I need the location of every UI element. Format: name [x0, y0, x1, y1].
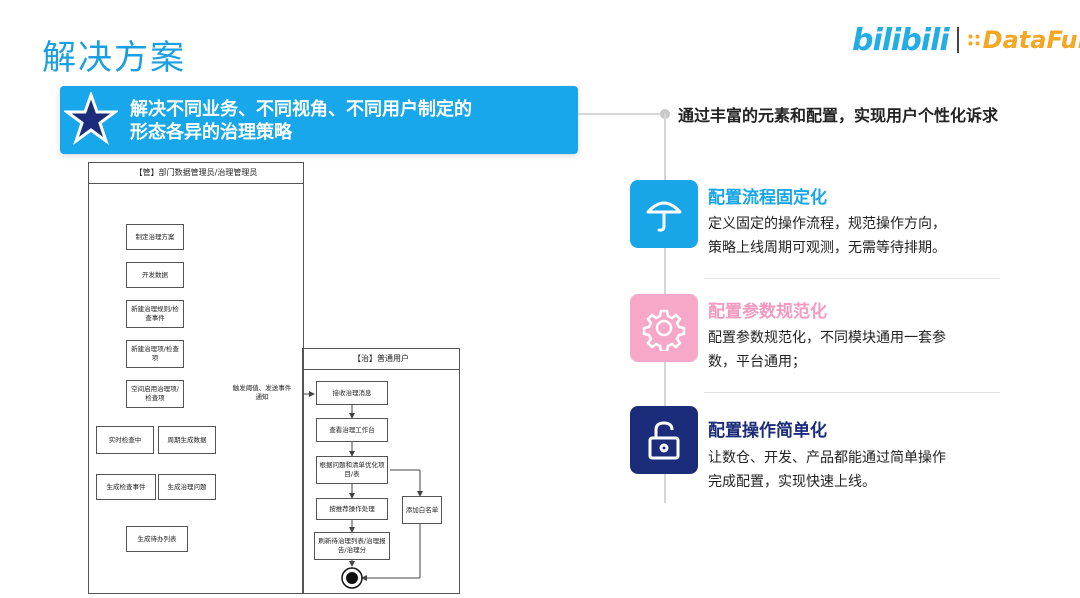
flow-node: 添加白名单 [402, 496, 442, 524]
flow-node: 生成待办列表 [126, 526, 188, 552]
connector-line [578, 113, 664, 115]
solution-banner: 解决不同业务、不同视角、不同用户制定的 形态各异的治理策略 [60, 86, 578, 154]
flow-node: 按推荐操作处理 [316, 498, 388, 520]
feature-desc-3: 让数仓、开发、产品都能通过简单操作 完成配置，实现快速上线。 [708, 446, 998, 494]
flow-node: 新建治理项/检查项 [126, 340, 184, 368]
datafun-dots-icon [966, 33, 981, 47]
gear-icon [630, 294, 698, 362]
flow-node: 实时检查中 [96, 426, 154, 454]
flow-node: 空间启用治理项/检查项 [126, 380, 184, 408]
governance-flowchart: 【管】部门数据管理员/治理管理员 【治】普通用户 制定治理方案 开发数据 新建治… [88, 162, 460, 594]
divider [704, 392, 1000, 393]
divider [704, 278, 1000, 279]
page-title: 解决方案 [42, 38, 186, 78]
flow-node: 生成检查事件 [96, 474, 156, 500]
flow-node: 新建治理规则/检查事件 [126, 300, 184, 328]
flow-node: 制定治理方案 [126, 224, 184, 250]
brand-logo: bilibili DataFun. [852, 22, 1080, 58]
star-icon [64, 92, 118, 145]
flow-node: 刷新待治理列表/治理报告/治理分 [314, 532, 390, 560]
unlock-icon [630, 406, 698, 474]
feature-title-1: 配置流程固定化 [708, 188, 827, 208]
feature-desc-3-line-2: 完成配置，实现快速上线。 [708, 474, 876, 490]
banner-line-2: 形态各异的治理策略 [130, 122, 292, 143]
banner-line-1: 解决不同业务、不同视角、不同用户制定的 [130, 99, 472, 120]
feature-desc-3-line-1: 让数仓、开发、产品都能通过简单操作 [708, 450, 946, 466]
flow-node: 查看治理工作台 [316, 418, 388, 442]
datafun-logo: DataFun. [982, 26, 1080, 54]
swimlane-user: 【治】普通用户 [302, 348, 460, 594]
feature-desc-2-line-2: 数，平台通用； [708, 354, 806, 370]
flow-node: 根据问题和清单优化项目/表 [316, 456, 388, 484]
flow-node: 周期生成数据 [158, 426, 216, 454]
feature-desc-1-line-2: 策略上线周期可观测，无需等待排期。 [708, 240, 946, 256]
flow-node: 开发数据 [126, 262, 184, 288]
feature-desc-2: 配置参数规范化，不同模块通用一套参 数，平台通用； [708, 326, 998, 374]
flow-node: 生成治理问题 [158, 474, 216, 500]
swimlane-user-header: 【治】普通用户 [303, 349, 459, 370]
umbrella-icon [630, 180, 698, 248]
feature-desc-2-line-1: 配置参数规范化，不同模块通用一套参 [708, 330, 946, 346]
swimlane-manager: 【管】部门数据管理员/治理管理员 [88, 162, 304, 594]
flow-node: 接收治理消息 [316, 381, 388, 405]
feature-desc-1: 定义固定的操作流程，规范操作方向， 策略上线周期可观测，无需等待排期。 [708, 212, 998, 260]
bilibili-logo: bilibili [852, 22, 950, 58]
feature-desc-1-line-1: 定义固定的操作流程，规范操作方向， [708, 216, 946, 232]
right-headline: 通过丰富的元素和配置，实现用户个性化诉求 [678, 106, 999, 125]
feature-title-3: 配置操作简单化 [708, 421, 827, 441]
swimlane-manager-header: 【管】部门数据管理员/治理管理员 [89, 163, 303, 184]
logo-separator [956, 27, 959, 53]
feature-title-2: 配置参数规范化 [708, 302, 827, 322]
trigger-callout: 触发阈值、发送事件通知 [232, 384, 292, 401]
